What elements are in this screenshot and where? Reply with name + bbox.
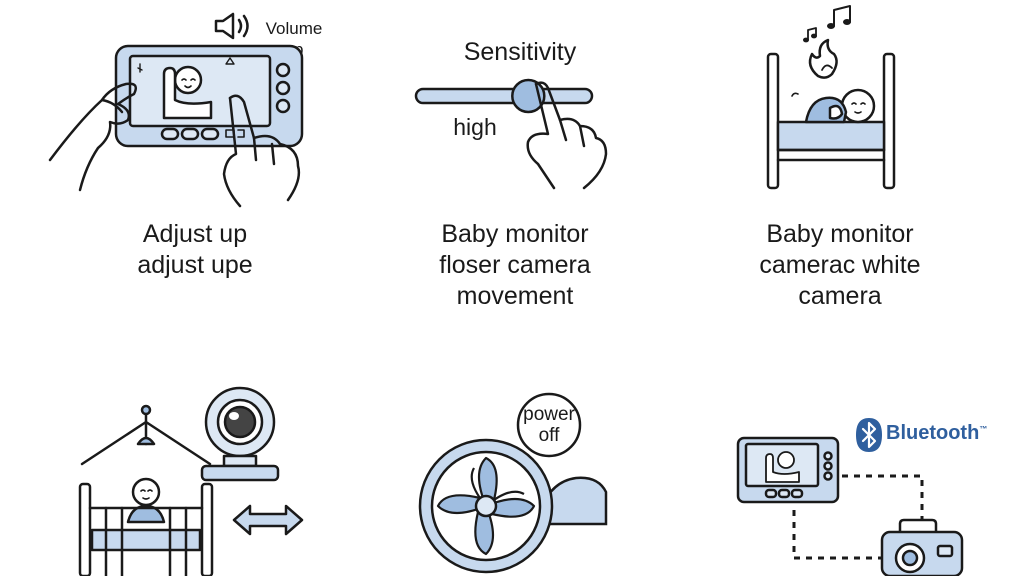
monitor-device-illustration	[736, 436, 840, 504]
panel-bluetooth: Bluetooth™	[690, 380, 1024, 576]
power-off-label: power off	[523, 404, 575, 446]
slider-level-label: high	[453, 114, 497, 140]
handheld-monitor-illustration	[48, 44, 304, 208]
camera-illustration	[200, 386, 280, 482]
caption-sensitivity: Baby monitor floser camera movement	[439, 220, 591, 310]
power-bubble	[516, 392, 582, 458]
double-arrow-icon	[232, 504, 304, 536]
speaker-icon	[214, 12, 249, 40]
panel-sensitivity: Sensitivity high Baby monitor floser cam…	[340, 0, 690, 320]
sensitivity-title: Sensitivity	[463, 38, 577, 66]
bluetooth-icon	[856, 418, 882, 452]
connection-lines	[792, 474, 924, 560]
panel-fan: power off	[340, 380, 690, 576]
camera-unit-illustration	[880, 518, 964, 576]
bluetooth-label: Bluetooth™	[886, 422, 988, 444]
panel-crib: Baby monitor camerac white camera	[690, 0, 1024, 320]
caption-adjust-up: Adjust up adjust upe	[137, 220, 253, 279]
panel-volume: Volume up Adjust up adjust upe	[0, 0, 340, 300]
sensitivity-slider[interactable]	[414, 76, 624, 196]
crib-illustration	[766, 38, 896, 190]
panel-camera-crib	[0, 380, 340, 576]
fan-illustration	[418, 438, 554, 574]
caption-crib: Baby monitor camerac white camera	[759, 220, 921, 310]
music-notes-icon	[803, 5, 851, 43]
crib-with-mobile-illustration	[78, 404, 214, 576]
